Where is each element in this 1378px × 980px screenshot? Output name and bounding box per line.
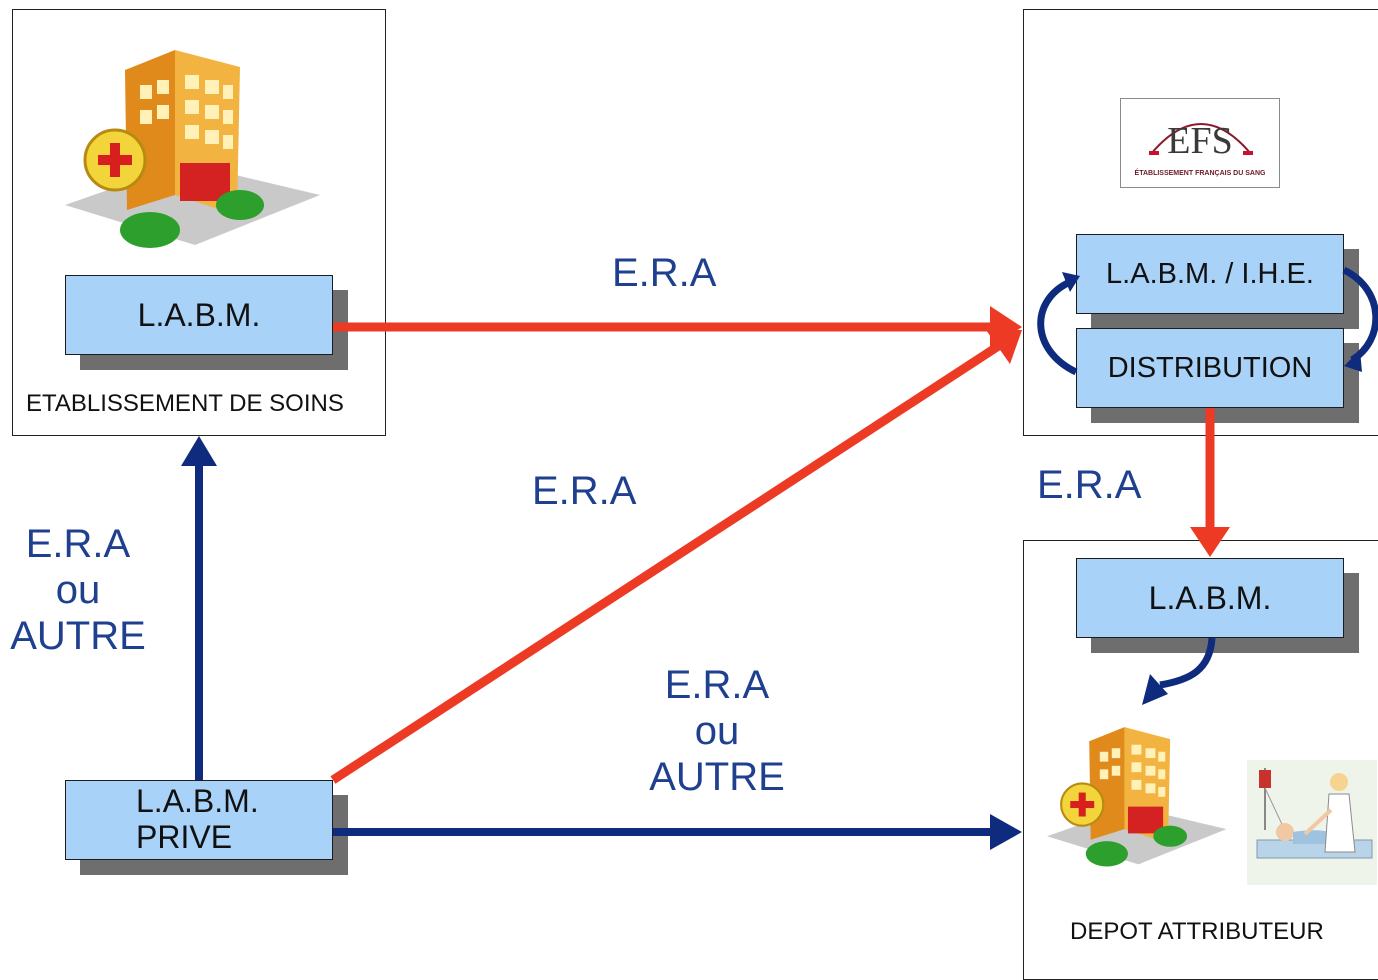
labm-depot-box: L.A.B.M. xyxy=(1076,558,1344,638)
cycle-arrow-right xyxy=(1342,266,1378,363)
era-bottom-line2: ou xyxy=(694,709,740,753)
era-label-diagonal: E.R.A xyxy=(532,469,637,513)
patient-care-icon xyxy=(1247,760,1377,885)
labm-depot-label: L.A.B.M. xyxy=(1148,579,1272,616)
labm-etablissement-box: L.A.B.M. xyxy=(65,275,333,355)
era-left-line2: ou xyxy=(55,568,101,612)
era-bottom-line1: E.R.A xyxy=(664,663,770,707)
distribution-box: DISTRIBUTION xyxy=(1076,328,1344,408)
era-arrowhead-efs-diag xyxy=(986,330,1022,364)
era-label-down: E.R.A xyxy=(1037,463,1142,507)
depot-hospital-icon xyxy=(1047,727,1227,867)
etablissement-caption: ETABLISSEMENT DE SOINS xyxy=(26,390,344,417)
labm-prive-line2: PRIVE xyxy=(136,819,233,855)
efs-logo-subtitle: ÉTABLISSEMENT FRANÇAIS DU SANG xyxy=(1134,170,1266,177)
era-left-line1: E.R.A xyxy=(25,522,131,566)
labm-prive-line1: L.A.B.M. xyxy=(136,783,259,819)
cycle-arrow-left xyxy=(1037,278,1078,376)
autre-arrowhead-depot xyxy=(990,814,1022,850)
labm-ihe-box: L.A.B.M. / I.H.E. xyxy=(1076,234,1344,314)
era-left-line3: AUTRE xyxy=(10,614,146,658)
depot-curve-arrow xyxy=(1159,637,1216,689)
labm-ihe-label: L.A.B.M. / I.H.E. xyxy=(1106,257,1314,290)
labm-etablissement-label: L.A.B.M. xyxy=(137,296,261,333)
efs-logo: EFS ÉTABLISSEMENT FRANÇAIS DU SANG xyxy=(1120,98,1280,188)
efs-arc-icon xyxy=(1149,123,1253,155)
distribution-label: DISTRIBUTION xyxy=(1107,351,1313,384)
era-label-top: E.R.A xyxy=(612,251,717,295)
era-arrowhead-depot xyxy=(1190,527,1230,557)
depot-caption: DEPOT ATTRIBUTEUR xyxy=(1070,918,1324,945)
era-arrow-prive-to-efs xyxy=(330,341,1003,784)
autre-arrowhead-etablissement xyxy=(181,436,217,466)
era-ou-autre-left: E.R.A ou AUTRE xyxy=(8,521,148,659)
era-bottom-line3: AUTRE xyxy=(649,755,785,799)
era-ou-autre-bottom: E.R.A ou AUTRE xyxy=(647,662,787,800)
labm-prive-box: L.A.B.M. PRIVE xyxy=(65,780,333,860)
hospital-icon xyxy=(65,50,320,248)
efs-logo-text: EFS xyxy=(1167,120,1233,162)
